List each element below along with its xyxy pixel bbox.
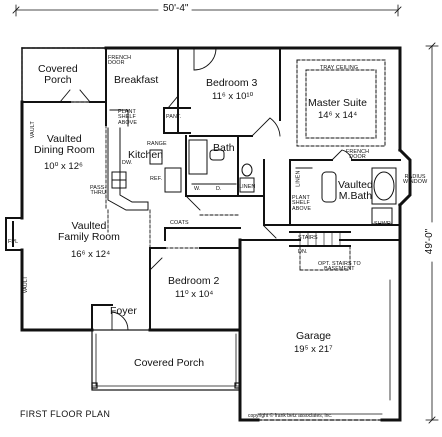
tray-ceiling-label: TRAY CEILING bbox=[320, 65, 359, 71]
master-linen-label: LINEN bbox=[295, 170, 302, 187]
front-porch-outline bbox=[91, 329, 241, 391]
garage-size: 19⁵ x 21⁷ bbox=[294, 344, 333, 355]
front-porch-label: Covered Porch bbox=[134, 357, 205, 369]
kitchen-plant-shelf-note: PLANT SHELF ABOVE bbox=[118, 109, 138, 126]
bedroom2-name: Bedroom 2 bbox=[168, 275, 220, 287]
garage-door-opening bbox=[257, 279, 391, 421]
foyer-label: Foyer bbox=[110, 305, 137, 317]
tray-ceiling-outline bbox=[296, 59, 386, 147]
family-vault-label: VAULT bbox=[22, 276, 29, 294]
overall-width-dimension-line bbox=[12, 4, 402, 17]
copyright-note: copyright © frank betz associates, inc. bbox=[248, 413, 333, 419]
stair-treads bbox=[299, 231, 341, 247]
optional-stairs-label: OPT. STAIRS TO BASEMENT bbox=[318, 261, 361, 273]
family-room-name: Vaulted Family Room bbox=[58, 220, 120, 243]
pantry-label: PANT. bbox=[166, 114, 182, 120]
breakfast-label: Breakfast bbox=[114, 74, 159, 86]
interior-walls bbox=[21, 47, 401, 331]
dishwasher-label: DW. bbox=[122, 160, 133, 166]
washer-label: W. bbox=[194, 186, 201, 192]
kitchen-label: Kitchen bbox=[128, 149, 164, 161]
pass-thru-label: PASS- THRU bbox=[90, 185, 107, 197]
master-bath-label: Vaulted M.Bath bbox=[338, 179, 373, 202]
stairs-label: STAIRS bbox=[298, 235, 318, 241]
master-suite-name: Master Suite bbox=[308, 97, 367, 109]
dining-room-size: 10⁰ x 12⁶ bbox=[44, 161, 83, 172]
bedroom2-size: 11⁰ x 10⁴ bbox=[175, 289, 214, 300]
door-swings bbox=[59, 47, 353, 331]
bath-linen-label: LINEN bbox=[239, 184, 256, 190]
interior-openings bbox=[69, 101, 351, 271]
fireplace-outline bbox=[5, 217, 23, 251]
exterior-walls bbox=[20, 46, 412, 422]
rear-porch-label: Covered Porch bbox=[38, 63, 78, 86]
coats-closet-label: COATS bbox=[170, 220, 189, 226]
bath-fixtures bbox=[188, 139, 255, 193]
overall-depth-label: 49'-0" bbox=[424, 228, 436, 255]
plan-title: FIRST FLOOR PLAN bbox=[20, 409, 111, 419]
family-room-size: 16⁶ x 12⁴ bbox=[71, 249, 111, 260]
dining-room-name: Vaulted Dining Room bbox=[34, 133, 95, 156]
master-plant-shelf-note: PLANT SHELF ABOVE bbox=[292, 195, 312, 212]
bedroom3-size: 11⁶ x 10¹⁰ bbox=[212, 91, 254, 102]
bath-label: Bath bbox=[213, 142, 235, 154]
kitchen-counters bbox=[107, 109, 182, 211]
overall-depth-dimension-line bbox=[425, 42, 439, 424]
dining-vault-label: VAULT bbox=[29, 121, 36, 139]
fireplace-label: FPL bbox=[8, 239, 19, 245]
overall-width-label: 50'-4" bbox=[163, 3, 189, 14]
bedroom3-name: Bedroom 3 bbox=[206, 77, 258, 89]
master-french-door-note: FRENCH DOOR bbox=[346, 149, 370, 161]
refrigerator-label: REF. bbox=[150, 176, 163, 182]
shower-label: SHWR bbox=[374, 221, 391, 227]
dryer-label: D. bbox=[216, 186, 222, 192]
garage-name: Garage bbox=[296, 330, 332, 342]
stairs-down-label: DN. bbox=[298, 249, 308, 255]
master-bath-fixtures bbox=[295, 167, 397, 225]
master-suite-size: 14⁶ x 14⁴ bbox=[318, 110, 358, 121]
range-label: RANGE bbox=[147, 141, 167, 147]
radius-window-label: RADIUS WINDOW bbox=[403, 174, 428, 186]
french-door-note: FRENCH DOOR bbox=[108, 55, 132, 67]
